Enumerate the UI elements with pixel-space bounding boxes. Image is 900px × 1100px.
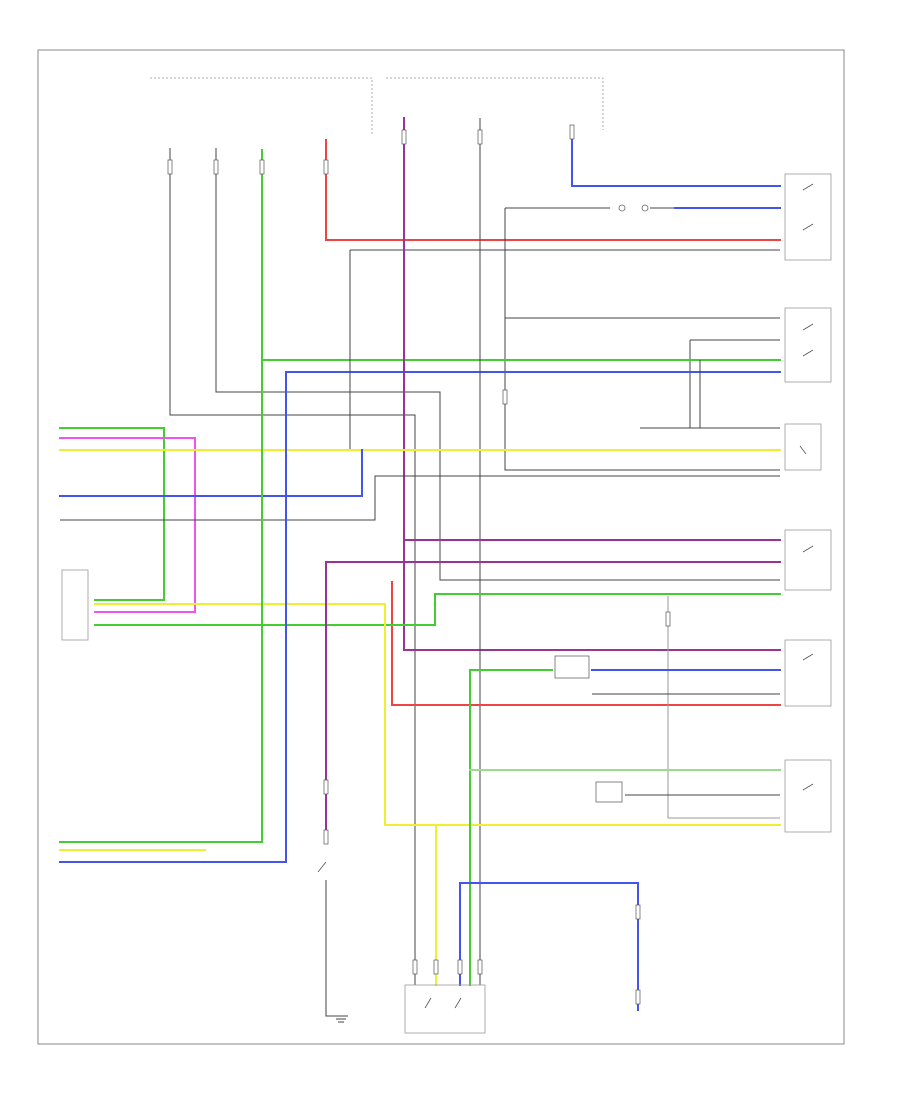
connector-mark-6 (569, 124, 575, 140)
connector-mark-5 (477, 129, 483, 145)
wire-violet-13 (403, 117, 781, 651)
wire-green-17 (59, 427, 165, 601)
connector-mark-12 (477, 959, 483, 975)
inline-components (554, 204, 649, 803)
connector-mark-8 (323, 829, 329, 845)
connector-mark-3 (323, 159, 329, 175)
connector-mark-4 (401, 129, 407, 145)
ground-symbol (334, 1015, 348, 1023)
connector-mark-10 (433, 959, 439, 975)
right-component-boxes (61, 173, 832, 1034)
wire-black-37 (325, 880, 340, 1017)
connector-mark-14 (635, 989, 641, 1005)
wire-black-7 (689, 339, 780, 428)
connector-mark-9 (412, 959, 418, 975)
connector-mark-1 (213, 159, 219, 175)
wire-red-3 (325, 139, 781, 241)
wire-green-33 (59, 149, 263, 843)
connector-mark-2 (259, 159, 265, 175)
wire-blue-38 (459, 882, 639, 1011)
connector-mark-7 (323, 779, 329, 795)
wire-black-12 (215, 148, 780, 581)
connector-mark-16 (665, 611, 671, 627)
wire-grey-27 (667, 596, 780, 819)
wire-black-4 (504, 208, 780, 471)
connector-mark-0 (167, 159, 173, 175)
wire-pink-18 (59, 437, 196, 613)
wire-blue-0 (571, 129, 781, 187)
top-connector-boxes (150, 77, 604, 135)
wire-yellow-26 (94, 603, 781, 826)
wire-group (59, 117, 781, 1017)
wire-black-21 (60, 475, 780, 521)
diagram-frame (37, 49, 845, 1045)
wire-blue-20 (59, 449, 363, 497)
switch-symbols (317, 183, 814, 1009)
connector-mark-13 (635, 904, 641, 920)
wire-green-28 (469, 669, 553, 986)
connector-mark-11 (457, 959, 463, 975)
wire-green-25 (94, 593, 781, 626)
wire-red-24 (391, 581, 781, 706)
wire-black-11 (169, 148, 416, 985)
connector-marks (167, 124, 671, 1005)
connector-mark-15 (502, 389, 508, 405)
wire-blue-35 (59, 371, 287, 863)
wire-green-8 (261, 149, 781, 361)
